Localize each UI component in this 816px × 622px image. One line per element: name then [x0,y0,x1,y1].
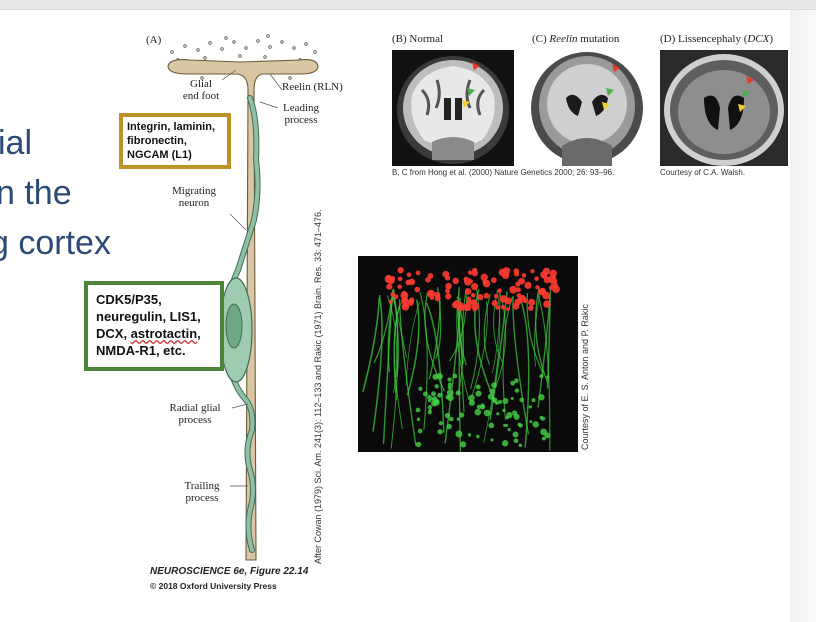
panel-a-vertical-credit: After Cowan (1979) Sci. Am. 241(3): 112–… [313,209,323,564]
migration-genes-box: CDK5/P35, neuregulin, LIS1, DCX, astrota… [84,281,224,371]
adhesion-molecules-box: Integrin, laminin, fibronectin, NGCAM (L… [119,113,231,169]
credit-micrograph: Courtesy of E. S. Anton and P. Rakic [580,304,590,450]
figure-copyright: © 2018 Oxford University Press [150,581,277,591]
panel-c-title: (C) Reelin mutation [532,33,620,45]
mri-lissencephaly-image [660,50,788,166]
spellcheck-underlined-word: astrotactin [130,326,198,341]
radial-migration-illustration [167,34,319,561]
credit-panel-d: Courtesy of C.A. Walsh. [660,168,746,177]
panel-b-title: (B) Normal [392,33,444,45]
reelin-label: Reelin (RLN) [282,81,343,93]
figure-caption: NEUROSCIENCE 6e, Figure 22.14 [150,566,309,577]
slide-title-fragment-1: ial [0,124,33,162]
panel-d-title: (D) Lissencephaly (DCX) [660,33,774,45]
credit-panels-bc: B, C from Hong et al. (2000) Nature Gene… [392,168,615,177]
window-top-bar [0,0,816,10]
side-scroll-strip[interactable] [790,10,816,622]
mri-normal-image [392,50,514,166]
mri-reelin-mutation-image [526,50,648,166]
fluorescence-micrograph [358,256,578,452]
panel-a-label: (A) [146,34,162,46]
slide-title-fragment-2: n the [0,174,72,212]
slide-title-fragment-3: g cortex [0,224,111,262]
